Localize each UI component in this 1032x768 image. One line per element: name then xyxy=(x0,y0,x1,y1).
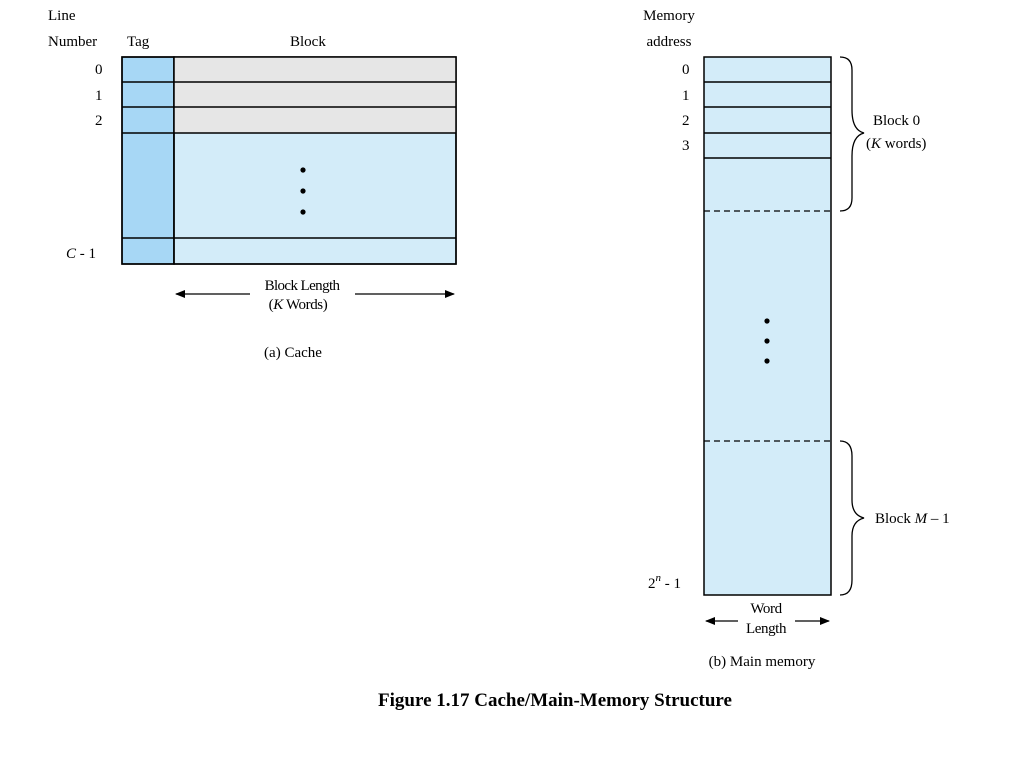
memory-address-3: 3 xyxy=(682,138,690,154)
memory-address-1: 1 xyxy=(682,88,690,104)
memory-address-2: 2 xyxy=(682,113,690,129)
cache-row-label-1: 1 xyxy=(95,88,103,104)
block-0-words: (K words) xyxy=(866,136,926,152)
figure-caption: Figure 1.17 Cache/Main-Memory Structure xyxy=(378,690,732,711)
cache-tag-column xyxy=(121,56,175,265)
cache-ellipsis-dot-2 xyxy=(300,188,306,194)
cache-block-rows-0-2 xyxy=(174,57,456,133)
memory-ellipsis-dot-1 xyxy=(764,318,770,324)
cache-row-label-last: C - 1 xyxy=(66,246,96,262)
memory-address-0: 0 xyxy=(682,62,690,78)
memory-caption: (b) Main memory xyxy=(709,654,816,670)
cache-header-block: Block xyxy=(290,34,326,50)
memory-ellipsis-dot-3 xyxy=(764,358,770,364)
memory-address-exponent: n xyxy=(656,572,662,584)
cache-row-label-minus-one: - 1 xyxy=(76,246,96,262)
memory-ellipsis-dot-2 xyxy=(764,338,770,344)
cache-ellipsis-dot-3 xyxy=(300,209,306,215)
memory-header-line1: Memory xyxy=(643,8,695,24)
block-m-minus-one: – 1 xyxy=(927,511,950,527)
word-length-label-1: Word xyxy=(750,601,782,617)
word-length-label-2: Length xyxy=(746,621,787,637)
block-m-brace xyxy=(839,440,865,596)
memory-header-line2: address xyxy=(647,34,692,50)
cache-header-line: Line xyxy=(48,8,76,24)
block-length-words-rest: Words) xyxy=(283,297,328,313)
cache-row-label-2: 2 xyxy=(95,113,103,129)
memory-address-base: 2 xyxy=(648,576,656,592)
cache-row-label-0: 0 xyxy=(95,62,103,78)
block-length-k: K xyxy=(272,297,284,313)
main-memory-diagram: Memory address 0 1 2 3 2n - 1 Block 0 (K… xyxy=(643,8,949,670)
memory-address-last: 2n - 1 xyxy=(648,572,681,592)
block-0-brace xyxy=(839,56,865,212)
block-m-label: Block M – 1 xyxy=(875,511,950,527)
block-length-words: (K Words) xyxy=(269,297,328,313)
cache-caption: (a) Cache xyxy=(264,345,322,361)
block-m-prefix: Block xyxy=(875,511,915,527)
memory-column xyxy=(703,56,832,596)
block-0-words-rest: words) xyxy=(881,136,926,152)
block-0-label: Block 0 xyxy=(873,113,920,129)
block-0-open-paren: ( xyxy=(866,136,871,152)
cache-header-tag: Tag xyxy=(127,34,150,50)
cache-header-number: Number xyxy=(48,34,97,50)
block-length-label: Block Length xyxy=(265,278,341,294)
block-length-open-paren: ( xyxy=(269,297,274,313)
memory-address-minus-one: - 1 xyxy=(661,576,681,592)
cache-row-label-c: C xyxy=(66,246,77,262)
cache-outline xyxy=(121,56,457,265)
cache-ellipsis-dot-1 xyxy=(300,167,306,173)
cache-diagram: Line Number Tag Block 0 1 2 C - 1 Block … xyxy=(48,8,457,361)
block-0-k: K xyxy=(870,136,882,152)
block-m-var: M xyxy=(914,511,929,527)
